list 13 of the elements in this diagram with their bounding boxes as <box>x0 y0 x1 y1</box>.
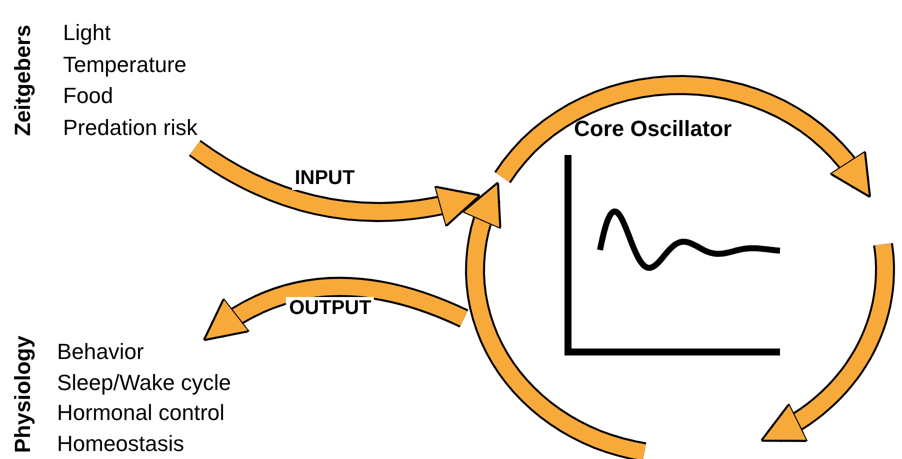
list-item: Hormonal control <box>57 400 225 426</box>
list-item: Predation risk <box>63 114 198 140</box>
curved-arrow <box>189 140 482 227</box>
list-item: Food <box>63 83 114 109</box>
list-item: Sleep/Wake cycle <box>57 370 232 396</box>
rotated-heading: Zeitgebers <box>10 23 36 138</box>
list-item: Temperature <box>63 52 187 78</box>
heading: Core Oscillator <box>574 116 732 142</box>
list-item: Behavior <box>57 339 144 365</box>
curved-arrow <box>202 277 468 341</box>
rotated-heading: Physiology <box>10 334 36 456</box>
list-item: Homeostasis <box>57 430 184 456</box>
list-item: Light <box>63 20 111 46</box>
